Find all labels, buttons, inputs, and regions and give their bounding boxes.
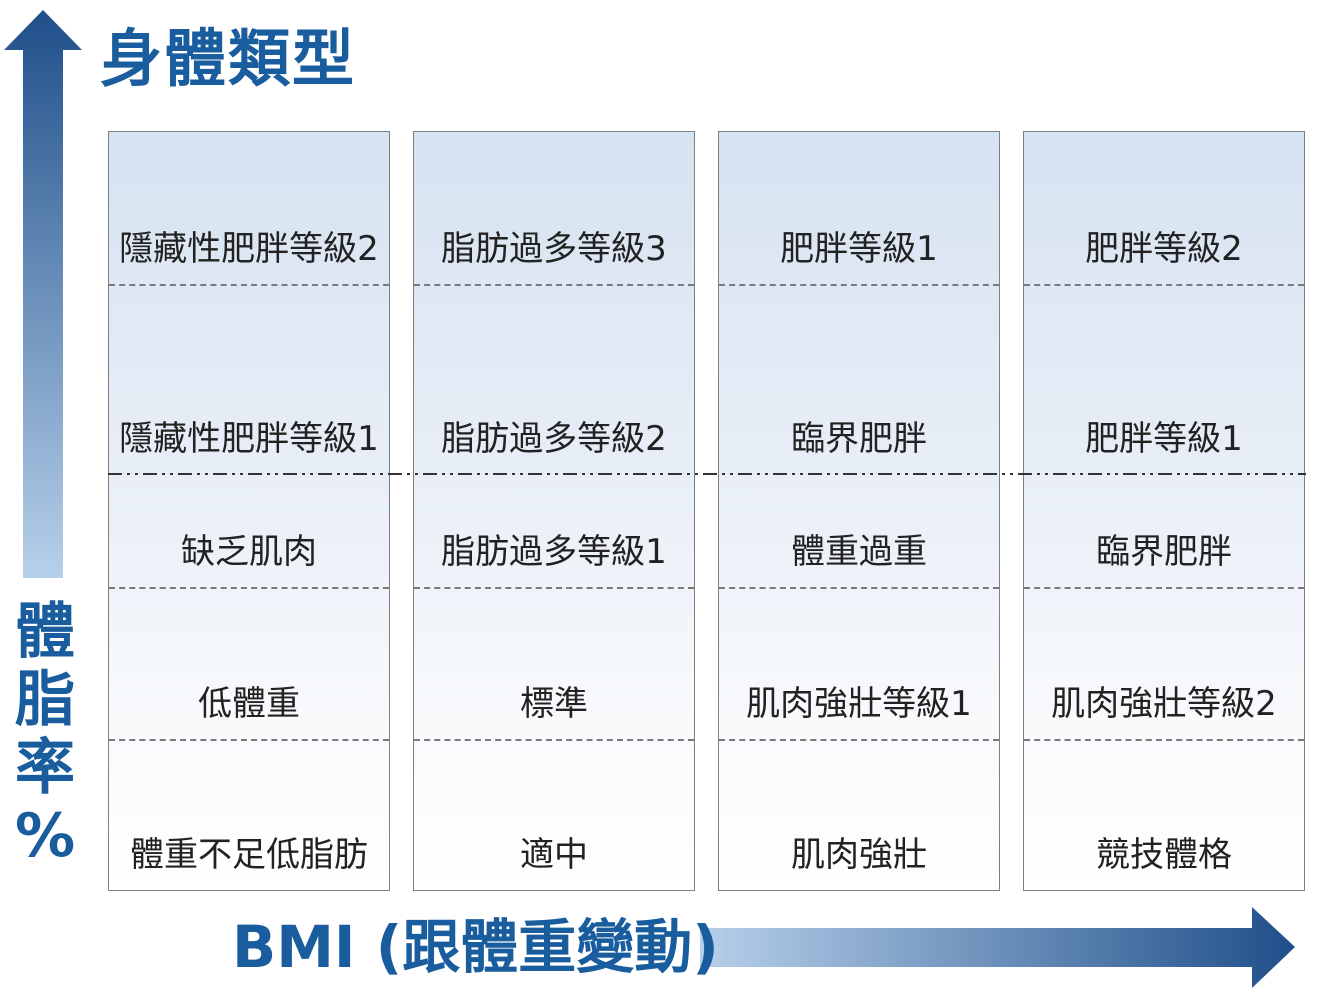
grid-cell: 隱藏性肥胖等級1 — [119, 419, 379, 459]
grid-cell: 肥胖等級1 — [1085, 419, 1243, 459]
grid-cell: 低體重 — [198, 684, 300, 724]
grid-cell: 隱藏性肥胖等級2 — [119, 229, 379, 269]
grid-cell: 脂肪過多等級1 — [441, 532, 667, 572]
grid-cell: 缺乏肌肉 — [181, 532, 317, 572]
grid-column: 隱藏性肥胖等級2 隱藏性肥胖等級1 缺乏肌肉 低體重 體重不足低脂肪 — [108, 131, 390, 891]
grid-cell: 臨界肥胖 — [1096, 532, 1232, 572]
grid-cell: 臨界肥胖 — [791, 419, 927, 459]
row-divider — [1024, 739, 1304, 741]
grid-cell: 脂肪過多等級2 — [441, 419, 667, 459]
grid-cell: 體重不足低脂肪 — [130, 835, 368, 875]
grid-cell: 脂肪過多等級3 — [441, 229, 667, 269]
y-axis-char: 率 — [15, 733, 75, 803]
row-divider — [414, 739, 694, 741]
row-divider — [719, 587, 999, 589]
x-axis-arrow-icon — [700, 907, 1295, 988]
grid-cell: 肌肉強壯 — [791, 835, 927, 875]
row-divider — [414, 284, 694, 286]
y-axis-char: 脂 — [15, 665, 75, 735]
x-axis-label: BMI (跟體重變動) — [232, 913, 719, 981]
grid-cell: 體重過重 — [791, 532, 927, 572]
row-divider — [1024, 284, 1304, 286]
grid-cell: 肌肉強壯等級2 — [1051, 684, 1277, 724]
row-divider — [719, 284, 999, 286]
grid-column: 肥胖等級1 臨界肥胖 體重過重 肌肉強壯等級1 肌肉強壯 — [718, 131, 1000, 891]
row-divider — [414, 587, 694, 589]
row-divider — [1024, 587, 1304, 589]
row-divider — [109, 284, 389, 286]
grid-cell: 標準 — [520, 684, 588, 724]
grid-column: 肥胖等級2 肥胖等級1 臨界肥胖 肌肉強壯等級2 競技體格 — [1023, 131, 1305, 891]
grid-cell: 肥胖等級2 — [1085, 229, 1243, 269]
row-divider — [719, 739, 999, 741]
y-axis-label: 體 脂 率 % — [12, 598, 78, 870]
grid-cell: 競技體格 — [1096, 835, 1232, 875]
row-divider — [109, 587, 389, 589]
dashdot-divider — [108, 473, 1306, 475]
diagram-title: 身體類型 — [100, 22, 357, 95]
y-axis-arrow-icon — [4, 10, 82, 578]
grid-cell: 肌肉強壯等級1 — [746, 684, 972, 724]
y-axis-char: 體 — [15, 597, 75, 667]
grid-column: 脂肪過多等級3 脂肪過多等級2 脂肪過多等級1 標準 適中 — [413, 131, 695, 891]
body-type-grid: 隱藏性肥胖等級2 隱藏性肥胖等級1 缺乏肌肉 低體重 體重不足低脂肪 脂肪過多等… — [108, 131, 1306, 891]
grid-cell: 肥胖等級1 — [780, 229, 938, 269]
grid-cell: 適中 — [520, 835, 588, 875]
row-divider — [109, 739, 389, 741]
y-axis-char: % — [14, 801, 76, 871]
